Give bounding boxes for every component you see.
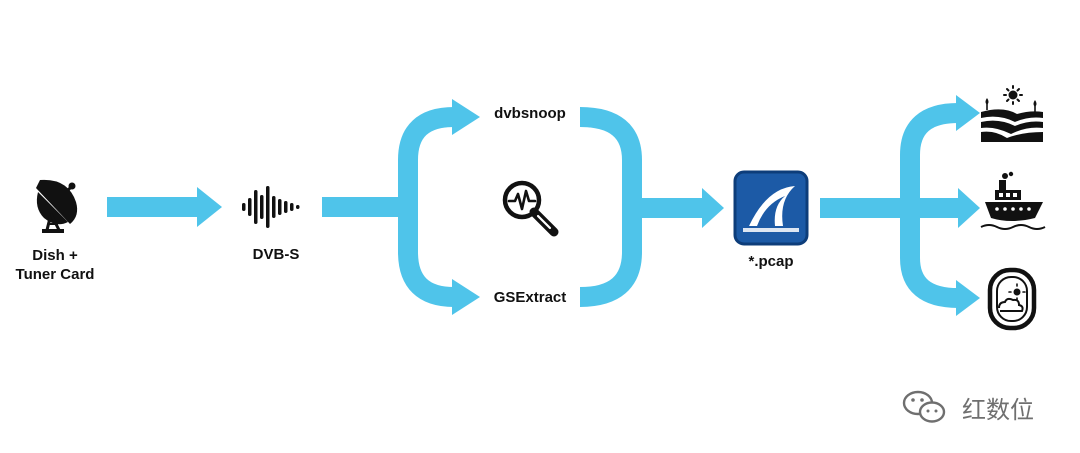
pcap-label: *.pcap — [748, 253, 794, 270]
arrowhead-to-farm — [956, 95, 980, 131]
branch-merge-right — [579, 107, 642, 307]
flow-connectors — [107, 95, 980, 316]
branch-split-left — [398, 107, 455, 307]
wireshark-fin-icon — [733, 170, 809, 246]
arrow-merge-to-pcap — [632, 188, 724, 228]
dvbs-label: DVB-S — [252, 246, 300, 263]
gsextract-label: GSExtract — [493, 289, 567, 306]
satellite-dish-icon — [36, 179, 78, 233]
farm-field-icon — [981, 85, 1043, 142]
airplane-window-icon — [987, 267, 1037, 331]
connector-dvbs-to-split — [322, 197, 408, 217]
ship-icon — [980, 171, 1046, 230]
sound-wave-icon — [242, 186, 300, 228]
arrowhead-to-gsextract — [452, 279, 480, 315]
arrowhead-to-dvbsnoop — [452, 99, 480, 135]
dish-label-line1: Dish + — [32, 247, 78, 264]
watermark-text: 红数位 — [962, 396, 1034, 424]
branch-split-outputs — [900, 103, 959, 308]
arrow-dish-to-dvbs — [107, 187, 222, 227]
magnifier-waveform-icon — [502, 180, 559, 237]
dish-label-line2: Tuner Card — [15, 266, 95, 283]
wechat-icon — [902, 390, 946, 423]
dish-label: Dish + Tuner Card — [0, 246, 110, 284]
dvbsnoop-label: dvbsnoop — [494, 105, 566, 122]
arrowhead-to-plane — [956, 280, 980, 316]
